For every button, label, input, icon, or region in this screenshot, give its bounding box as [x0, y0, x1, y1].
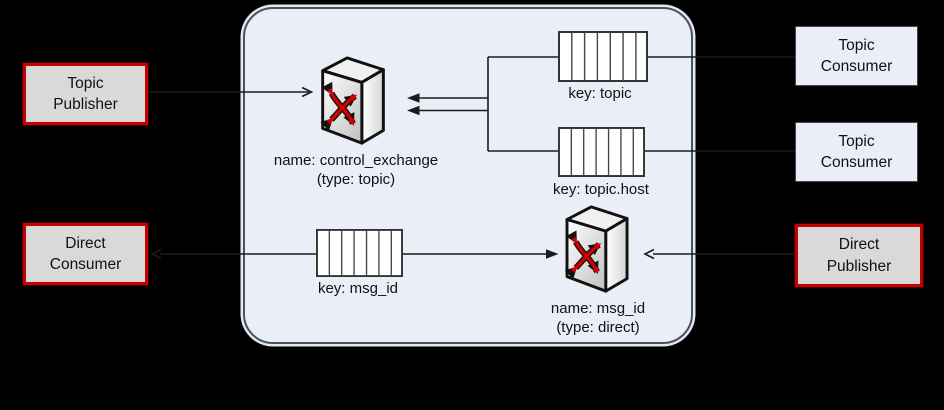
direct-publisher-label-line1: Direct	[838, 236, 880, 254]
direct-consumer-label-line1: Direct	[65, 234, 106, 252]
msg-id-exchange-caption: name: msg_id (type: direct)	[478, 299, 718, 337]
msg-id-exchange-icon	[564, 205, 629, 293]
topic-publisher-label-line1: Topic	[67, 74, 104, 92]
topic-consumer-box-1: Topic Consumer	[795, 26, 918, 86]
queue-icon-topic-host	[558, 127, 645, 177]
msg-id-exchange-name: name: msg_id	[550, 300, 646, 317]
topic-consumer-2-label-line2: Consumer	[820, 154, 893, 171]
control-exchange-caption: name: control_exchange (type: topic)	[226, 151, 486, 189]
direct-publisher-box: Direct Publisher	[795, 224, 923, 287]
topic-consumer-1-label-line2: Consumer	[820, 58, 893, 75]
topic-consumer-box-2: Topic Consumer	[795, 122, 918, 182]
topic-publisher-box: Topic Publisher	[23, 63, 148, 125]
control-exchange-type: (type: topic)	[316, 171, 396, 188]
queue-topic-host-label: key: topic.host	[553, 181, 649, 198]
control-exchange-name: name: control_exchange	[273, 152, 439, 169]
topic-consumer-2-label-line1: Topic	[838, 132, 875, 150]
direct-publisher-label-line2: Publisher	[826, 257, 892, 275]
queue-msg-id-label: key: msg_id	[317, 280, 399, 297]
topic-consumer-1-label-line1: Topic	[838, 36, 875, 54]
queue-icon-msg-id	[316, 229, 403, 277]
msg-id-exchange-type: (type: direct)	[556, 319, 640, 336]
direct-consumer-label-line2: Consumer	[49, 256, 122, 273]
queue-topic-label: key: topic	[568, 85, 632, 102]
direct-consumer-box: Direct Consumer	[23, 223, 148, 285]
topic-publisher-label-line2: Publisher	[53, 96, 118, 113]
queue-icon-topic	[558, 31, 648, 82]
control-exchange-icon	[320, 56, 385, 145]
